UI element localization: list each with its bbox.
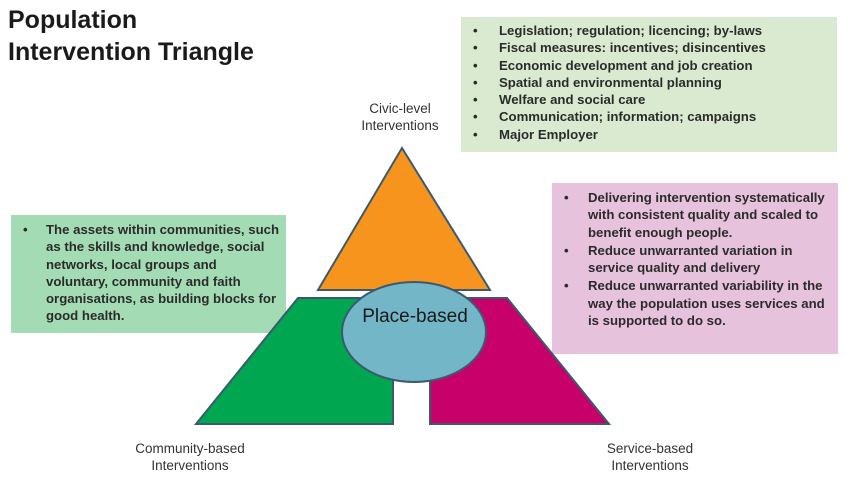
civic-triangle-segment: [316, 146, 492, 291]
service-label: Service-based Interventions: [560, 440, 740, 474]
civic-interventions-box: Legislation; regulation; licencing; by-l…: [461, 17, 837, 152]
civic-item: Spatial and environmental planning: [473, 74, 829, 92]
civic-item: Economic development and job creation: [473, 57, 829, 75]
civic-label-line-1: Civic-level: [369, 101, 431, 116]
service-item: Reduce unwarranted variability in the wa…: [564, 277, 830, 329]
community-label: Community-based Interventions: [95, 440, 285, 474]
community-item: The assets within communities, such as t…: [23, 221, 280, 325]
service-item: Delivering intervention systematically w…: [564, 189, 830, 241]
civic-item: Legislation; regulation; licencing; by-l…: [473, 22, 829, 40]
service-interventions-box: Delivering intervention systematically w…: [552, 183, 838, 354]
service-item: Reduce unwarranted variation in service …: [564, 242, 830, 277]
service-label-line-1: Service-based: [606, 441, 694, 456]
service-label-line-2: Interventions: [611, 458, 689, 473]
page-title: Population Intervention Triangle: [8, 4, 254, 68]
place-based-ellipse: [341, 281, 487, 383]
community-interventions-box: The assets within communities, such as t…: [11, 215, 286, 333]
title-line-1: Population: [8, 6, 138, 34]
civic-item: Major Employer: [473, 126, 829, 144]
community-label-line-2: Interventions: [151, 458, 229, 473]
civic-label-line-2: Interventions: [361, 118, 439, 133]
community-label-line-1: Community-based: [135, 441, 245, 456]
title-line-2: Intervention Triangle: [8, 38, 254, 66]
place-based-label: Place-based: [362, 306, 468, 327]
civic-item: Fiscal measures: incentives; disincentiv…: [473, 39, 829, 57]
civic-item: Communication; information; campaigns: [473, 108, 829, 126]
civic-item: Welfare and social care: [473, 91, 829, 109]
civic-label: Civic-level Interventions: [325, 100, 475, 134]
